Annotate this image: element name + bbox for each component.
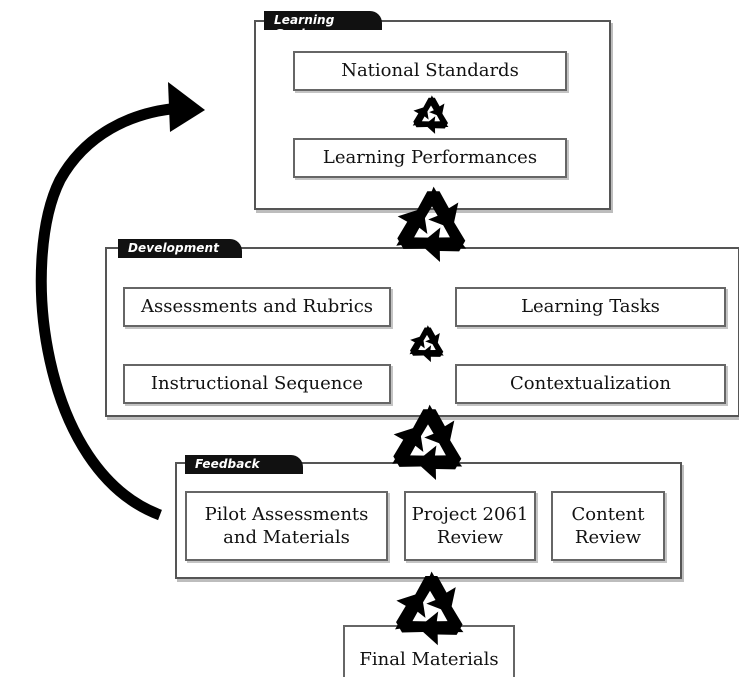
assessments-rubrics-box: Assessments and Rubrics bbox=[123, 287, 391, 327]
learning-performances-box: Learning Performances bbox=[293, 138, 567, 178]
feedback-tab: Feedback bbox=[185, 455, 303, 474]
recycle-icon bbox=[384, 565, 476, 657]
development-tab: Development bbox=[118, 239, 242, 258]
pilot-assessments-box: Pilot Assessments and Materials bbox=[185, 491, 388, 561]
recycle-icon bbox=[381, 398, 475, 492]
content-review-box: Content Review bbox=[551, 491, 665, 561]
recycle-icon bbox=[385, 180, 479, 274]
learning-goals-tab: Learning Goals bbox=[264, 11, 382, 41]
national-standards-box: National Standards bbox=[293, 51, 567, 91]
contextualization-box: Contextualization bbox=[455, 364, 726, 404]
recycle-icon bbox=[407, 92, 455, 140]
instructional-sequence-box: Instructional Sequence bbox=[123, 364, 391, 404]
project-2061-review-box: Project 2061 Review bbox=[404, 491, 536, 561]
learning-tasks-box: Learning Tasks bbox=[455, 287, 726, 327]
recycle-icon bbox=[404, 322, 450, 368]
